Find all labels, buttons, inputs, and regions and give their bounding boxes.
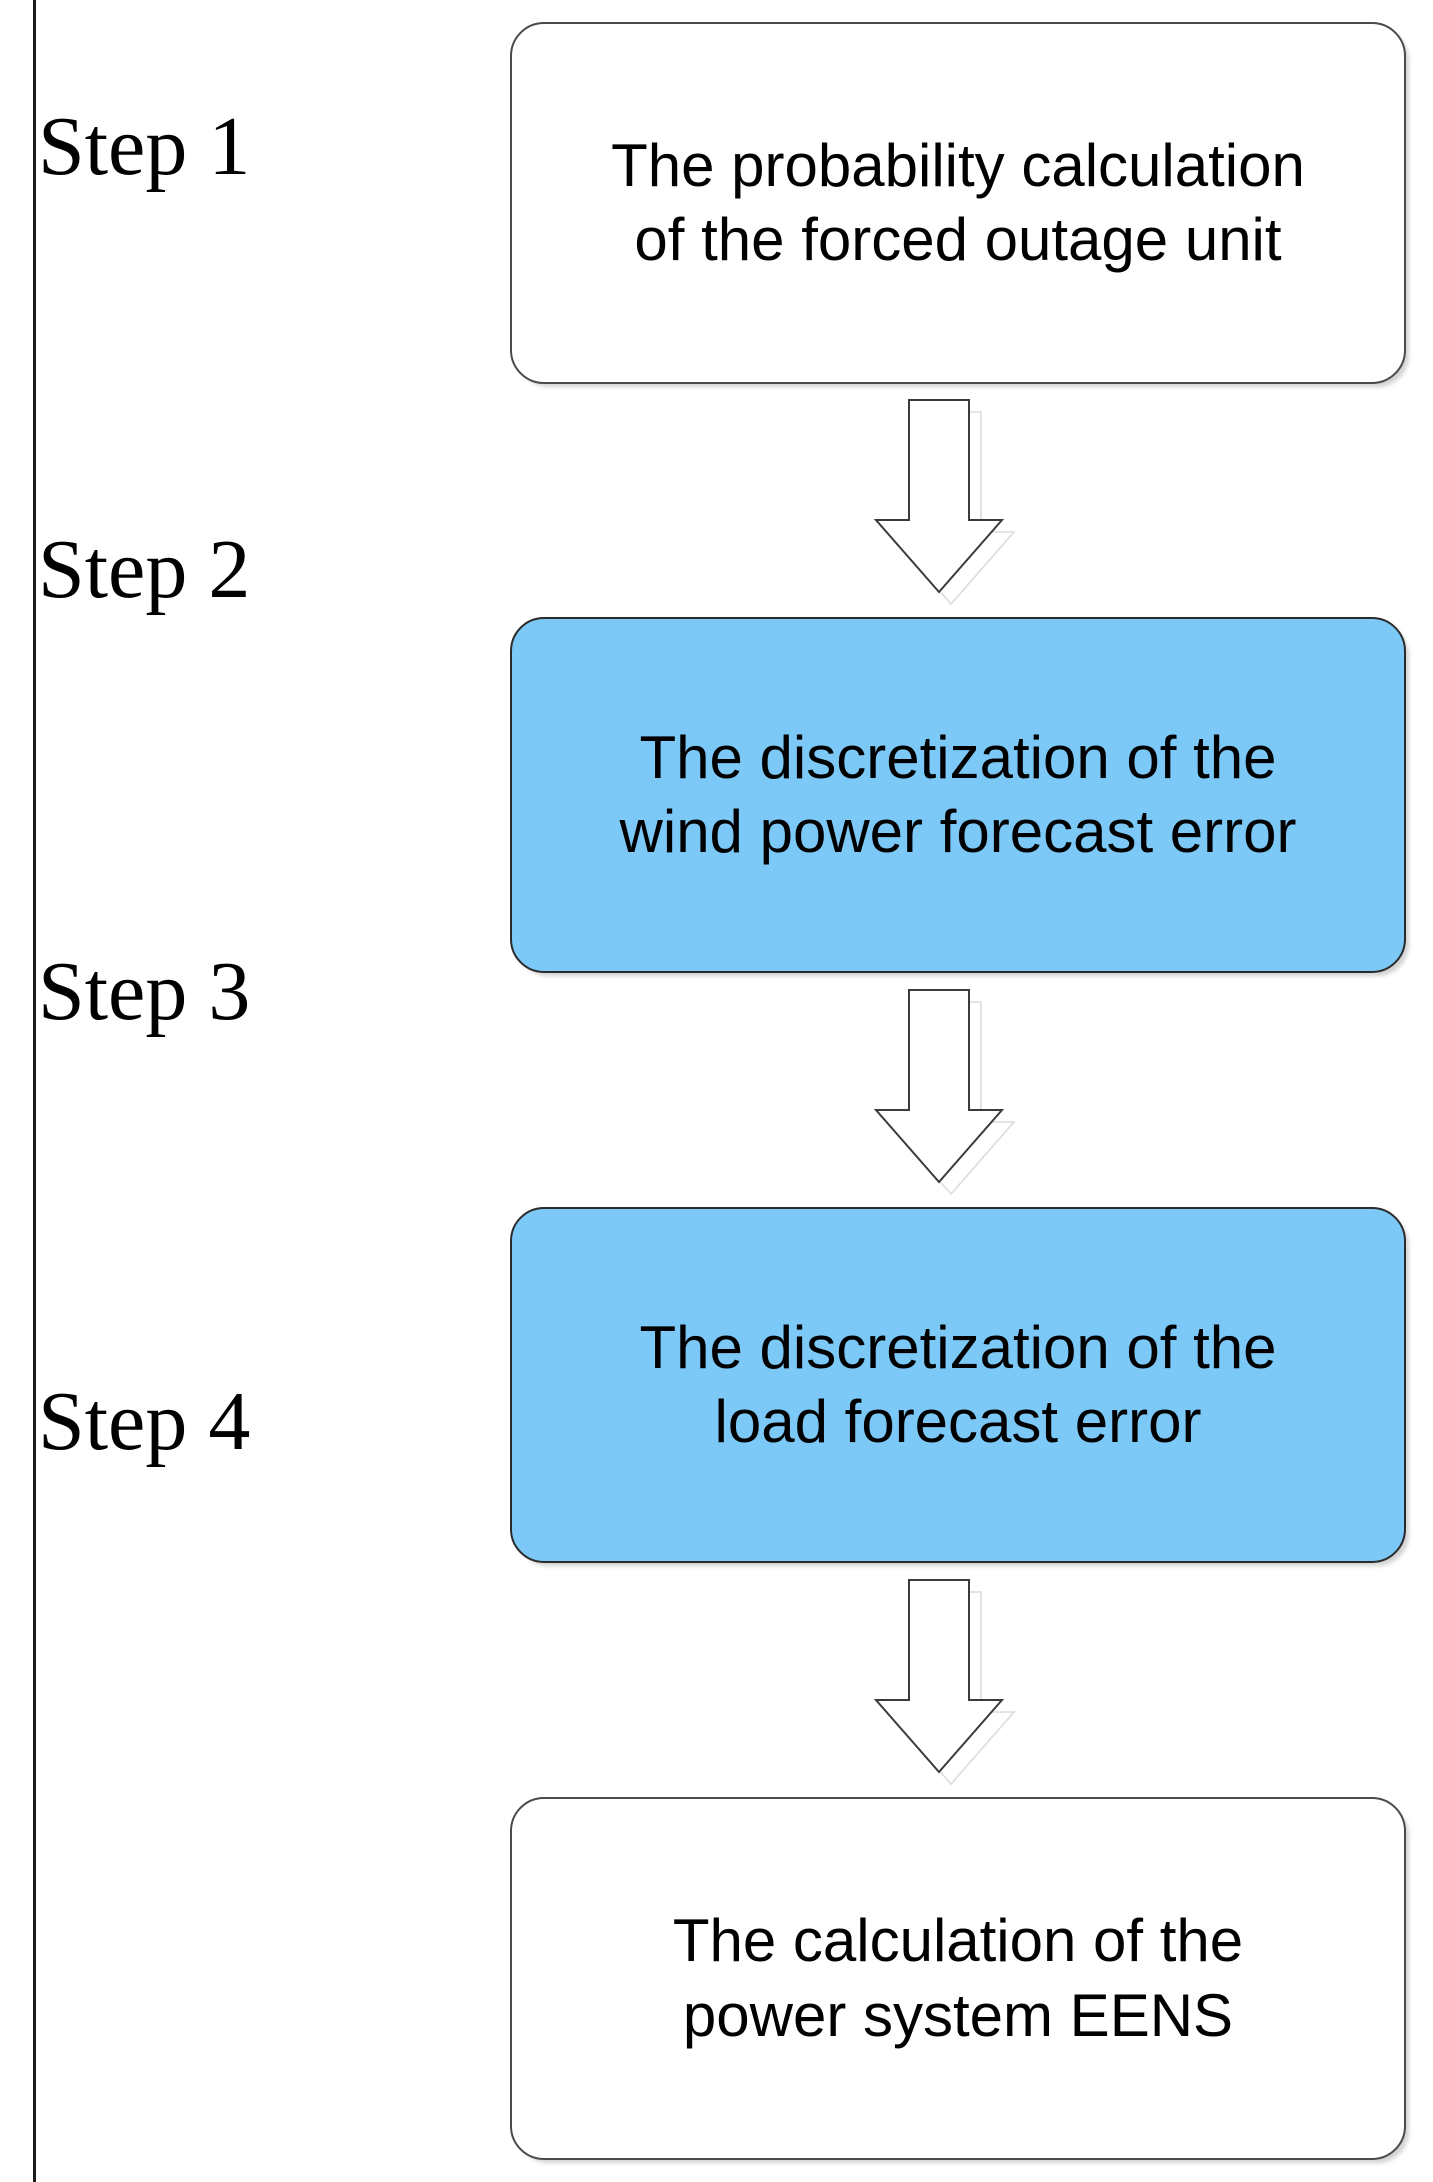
process-box-step-1[interactable]: The probability calculation of the force… bbox=[510, 22, 1406, 384]
step-label-3: Step 3 bbox=[38, 945, 251, 1038]
process-box-step-3-line-1: The discretization of the bbox=[639, 1313, 1277, 1381]
down-arrow-icon-2 bbox=[874, 980, 1058, 1202]
left-margin-rule bbox=[33, 0, 36, 2182]
process-box-step-1-line-1: The probability calculation bbox=[611, 131, 1305, 199]
step-label-1: Step 1 bbox=[38, 100, 251, 193]
process-box-step-4-line-2: power system EENS bbox=[682, 1981, 1234, 2049]
process-box-step-2-line-1: The discretization of the bbox=[639, 723, 1277, 791]
process-box-step-1-line-2: of the forced outage unit bbox=[634, 206, 1282, 273]
step-label-2: Step 2 bbox=[38, 523, 251, 616]
process-box-step-4[interactable]: The calculation of the power system EENS bbox=[510, 1797, 1406, 2160]
process-box-step-2[interactable]: The discretization of the wind power for… bbox=[510, 617, 1406, 973]
process-box-step-3[interactable]: The discretization of the load forecast … bbox=[510, 1207, 1406, 1563]
process-box-step-4-text: The calculation of the power system EENS bbox=[556, 1904, 1360, 2053]
process-box-step-1-text: The probability calculation of the force… bbox=[556, 129, 1360, 278]
process-box-step-2-text: The discretization of the wind power for… bbox=[556, 721, 1360, 870]
process-box-step-2-line-2: wind power forecast error bbox=[619, 798, 1297, 865]
down-arrow-icon-1 bbox=[874, 390, 1058, 612]
process-box-step-4-line-1: The calculation of the bbox=[672, 1907, 1244, 1975]
step-label-4: Step 4 bbox=[38, 1375, 251, 1468]
process-box-step-3-text: The discretization of the load forecast … bbox=[556, 1311, 1360, 1460]
process-box-step-3-line-2: load forecast error bbox=[714, 1388, 1202, 1455]
down-arrow-icon-3 bbox=[874, 1570, 1058, 1792]
